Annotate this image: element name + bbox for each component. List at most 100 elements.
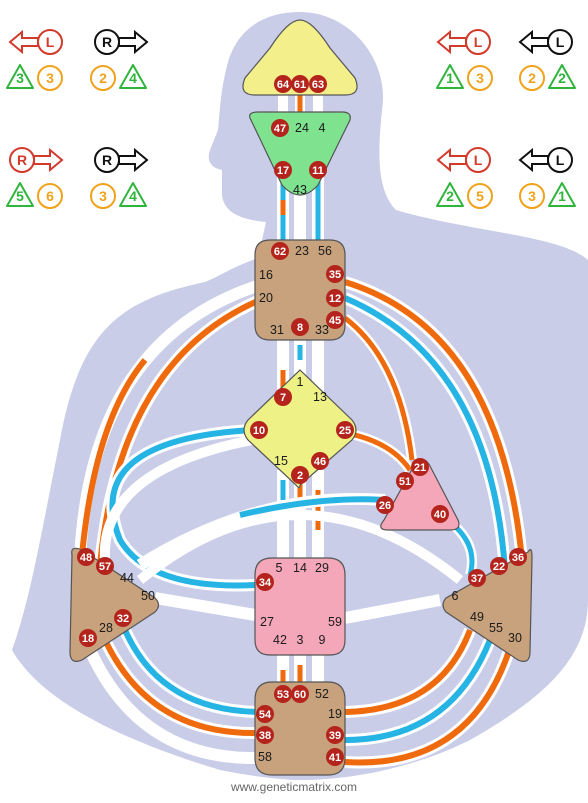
variable-number-triangle: 4 xyxy=(119,182,147,207)
gate-4[interactable]: 4 xyxy=(319,121,326,135)
solar-plexus-center[interactable] xyxy=(442,548,533,662)
gate-22[interactable]: 22 xyxy=(490,557,508,575)
gate-60[interactable]: 60 xyxy=(291,685,309,703)
gate-51[interactable]: 51 xyxy=(396,472,414,490)
gate-44[interactable]: 44 xyxy=(120,571,134,585)
head-center[interactable] xyxy=(242,19,358,96)
gate-40[interactable]: 40 xyxy=(431,505,449,523)
gate-36[interactable]: 36 xyxy=(509,548,527,566)
gate-17[interactable]: 17 xyxy=(274,161,292,179)
gate-5[interactable]: 5 xyxy=(276,561,283,575)
gate-9[interactable]: 9 xyxy=(319,633,326,647)
gate-7[interactable]: 7 xyxy=(274,388,292,406)
gate-59[interactable]: 59 xyxy=(328,615,342,629)
gate-24-label: 24 xyxy=(295,121,309,135)
gate-48[interactable]: 48 xyxy=(77,548,95,566)
gate-41-label: 41 xyxy=(329,752,341,764)
gate-12[interactable]: 12 xyxy=(326,289,344,307)
gate-58[interactable]: 58 xyxy=(258,750,272,764)
svg-text:1: 1 xyxy=(446,70,454,86)
gate-24[interactable]: 24 xyxy=(295,121,309,135)
gate-52[interactable]: 52 xyxy=(315,687,329,701)
gate-39[interactable]: 39 xyxy=(326,726,344,744)
gate-33[interactable]: 33 xyxy=(315,323,329,337)
gate-17-marker xyxy=(274,161,292,179)
gate-42[interactable]: 42 xyxy=(273,633,287,647)
gate-55[interactable]: 55 xyxy=(489,621,503,635)
gate-62[interactable]: 62 xyxy=(271,242,289,260)
ch-50-27-base xyxy=(153,592,257,621)
gate-53[interactable]: 53 xyxy=(274,685,292,703)
gate-39-marker xyxy=(326,726,344,744)
gate-47-marker xyxy=(271,119,289,137)
gate-19[interactable]: 19 xyxy=(328,707,342,721)
gate-16[interactable]: 16 xyxy=(259,268,273,282)
gate-23[interactable]: 23 xyxy=(295,244,309,258)
gate-32[interactable]: 32 xyxy=(114,609,132,627)
variable-number-triangle: 2 xyxy=(436,182,464,207)
gate-56[interactable]: 56 xyxy=(318,244,332,258)
ch-35-36-design xyxy=(344,279,525,561)
gate-49[interactable]: 49 xyxy=(470,610,484,624)
gate-18[interactable]: 18 xyxy=(79,629,97,647)
arrow-r-black-icon: R xyxy=(94,147,149,173)
gate-20[interactable]: 20 xyxy=(259,291,273,305)
gate-60-label: 60 xyxy=(294,689,306,701)
gate-48-label: 48 xyxy=(80,552,92,564)
gate-37[interactable]: 37 xyxy=(468,569,486,587)
gate-13[interactable]: 13 xyxy=(313,390,327,404)
gate-2[interactable]: 2 xyxy=(291,466,309,484)
gate-11[interactable]: 11 xyxy=(309,161,327,179)
gate-25[interactable]: 25 xyxy=(336,421,354,439)
gate-46[interactable]: 46 xyxy=(311,452,329,470)
gate-64[interactable]: 64 xyxy=(274,75,292,93)
gate-57[interactable]: 57 xyxy=(96,557,114,575)
gate-63[interactable]: 63 xyxy=(309,75,327,93)
gate-3[interactable]: 3 xyxy=(297,633,304,647)
svg-text:2: 2 xyxy=(558,70,566,86)
gate-61[interactable]: 61 xyxy=(291,75,309,93)
gate-29[interactable]: 29 xyxy=(315,561,329,575)
gate-34[interactable]: 34 xyxy=(256,573,274,591)
gate-1[interactable]: 1 xyxy=(297,375,304,389)
gate-46-label: 46 xyxy=(314,456,326,468)
gate-38[interactable]: 38 xyxy=(256,726,274,744)
gate-26[interactable]: 26 xyxy=(376,496,394,514)
variable-number-triangle: 2 xyxy=(548,64,576,89)
gate-43[interactable]: 43 xyxy=(293,183,307,197)
gate-15[interactable]: 15 xyxy=(274,454,288,468)
gate-6[interactable]: 6 xyxy=(452,589,459,603)
gate-28[interactable]: 28 xyxy=(99,621,113,635)
gate-54[interactable]: 54 xyxy=(256,705,274,723)
gate-27[interactable]: 27 xyxy=(260,615,274,629)
gate-45[interactable]: 45 xyxy=(326,311,344,329)
gate-33-label: 33 xyxy=(315,323,329,337)
gate-8[interactable]: 8 xyxy=(291,318,309,336)
svg-text:R: R xyxy=(17,152,27,168)
gate-30[interactable]: 30 xyxy=(508,631,522,645)
gate-36-label: 36 xyxy=(512,552,524,564)
gate-10[interactable]: 10 xyxy=(250,421,268,439)
gate-31[interactable]: 31 xyxy=(270,323,284,337)
gate-35[interactable]: 35 xyxy=(326,265,344,283)
variable-number-triangle: 4 xyxy=(119,64,147,89)
gate-42-label: 42 xyxy=(273,633,287,647)
gate-50[interactable]: 50 xyxy=(141,589,155,603)
sacral-center[interactable] xyxy=(254,557,346,656)
gate-44-label: 44 xyxy=(120,571,134,585)
gate-41[interactable]: 41 xyxy=(326,748,344,766)
gate-14[interactable]: 14 xyxy=(293,561,307,575)
gate-55-label: 55 xyxy=(489,621,503,635)
gate-25-label: 25 xyxy=(339,425,351,437)
footer-url[interactable]: www.geneticmatrix.com xyxy=(230,780,358,794)
variable-number-circle: 2 xyxy=(90,65,116,91)
gate-2-marker xyxy=(291,466,309,484)
gate-47[interactable]: 47 xyxy=(271,119,289,137)
throat-center[interactable] xyxy=(254,239,346,341)
gate-13-label: 13 xyxy=(313,390,327,404)
gate-21[interactable]: 21 xyxy=(411,458,429,476)
gate-47-label: 47 xyxy=(274,123,286,135)
root-center[interactable] xyxy=(254,681,346,776)
